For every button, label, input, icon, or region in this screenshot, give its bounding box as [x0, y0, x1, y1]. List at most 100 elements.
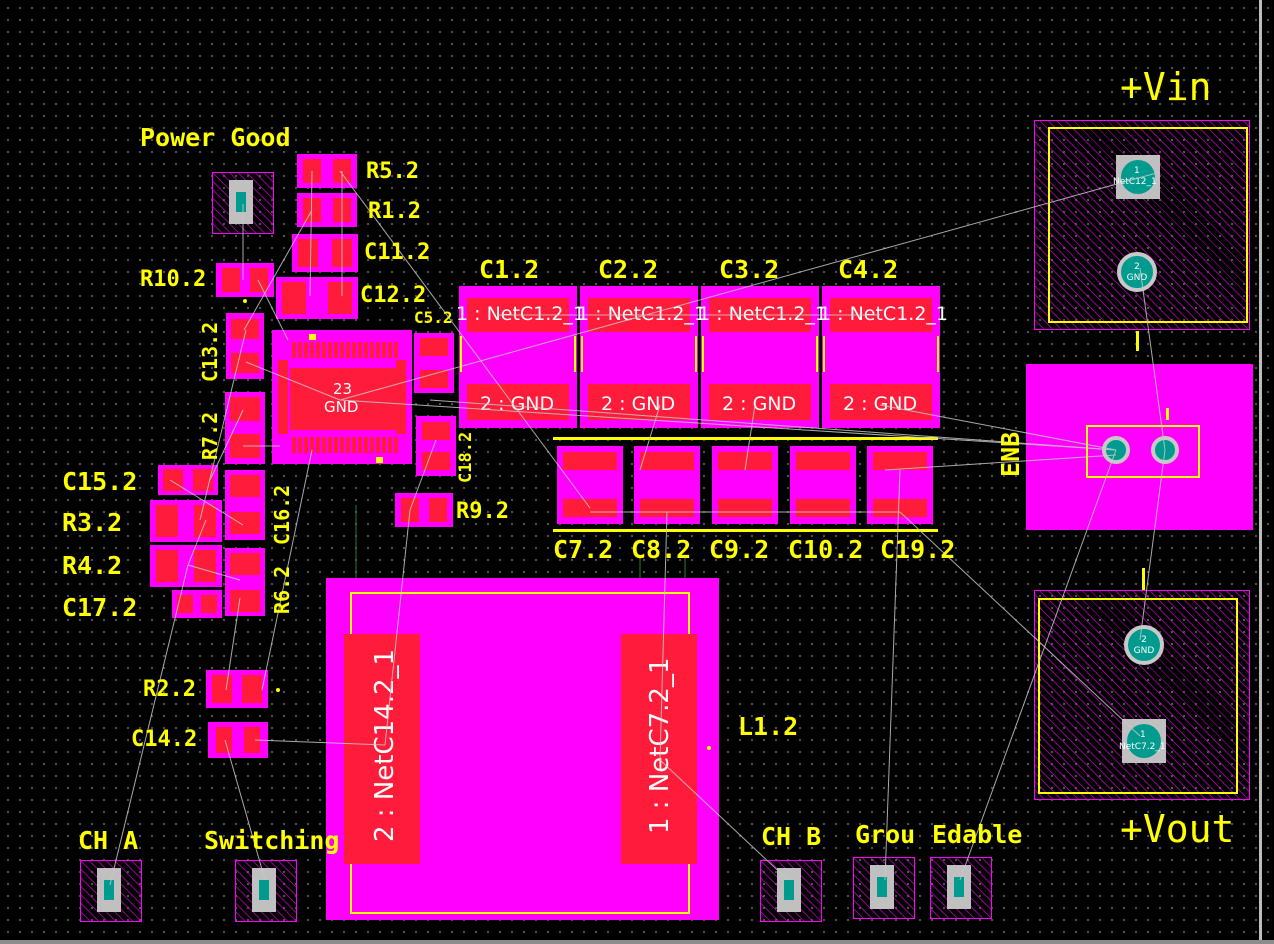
- vout-pin1-net: NetC7.2_1: [1119, 742, 1166, 752]
- airwire: [209, 409, 244, 481]
- vin-pin2-pad[interactable]: 2 GND: [1117, 252, 1157, 292]
- c8-pad1[interactable]: [640, 452, 694, 470]
- c4-silk-right: [937, 336, 939, 372]
- enb-jumper-pin2[interactable]: [1151, 436, 1179, 464]
- c1-silk-left: [460, 336, 462, 372]
- c11-pad1[interactable]: [298, 239, 318, 267]
- airwire: [261, 449, 313, 691]
- c3-pad1-net: 1 : NetC1.2_1: [698, 303, 827, 325]
- ground-pin-drill: [877, 877, 887, 897]
- airwire: [187, 564, 241, 581]
- label-enb: ENB: [996, 431, 1025, 477]
- vin-pin2-net: GND: [1126, 273, 1148, 283]
- l1-pad1[interactable]: [621, 634, 697, 864]
- airwire: [199, 329, 247, 521]
- r4-pad2[interactable]: [194, 550, 216, 582]
- airwire: [384, 509, 411, 746]
- c4-silk-left: [823, 336, 825, 372]
- r3-pad2[interactable]: [194, 505, 216, 537]
- c18-pad2[interactable]: [422, 452, 450, 470]
- c4-pad2[interactable]: [830, 384, 932, 420]
- vout-pin1-number: 1: [1140, 730, 1146, 740]
- label-c3: C3.2: [719, 255, 780, 284]
- c3-silk-left: [702, 336, 704, 372]
- airwire: [744, 404, 756, 471]
- vout-pin2-number: 2: [1141, 635, 1147, 645]
- airwire: [339, 399, 1117, 451]
- c16-pad1[interactable]: [230, 475, 260, 497]
- c5-pad1[interactable]: [420, 338, 448, 356]
- ic-bottom-pin-row[interactable]: [292, 437, 400, 453]
- c2-pad1-net: 1 : NetC1.2_1: [577, 303, 706, 325]
- c1-pad1-net: 1 : NetC1.2_1: [456, 303, 585, 325]
- label-r10: R10.2: [140, 267, 207, 292]
- c2-silk-right: [695, 336, 697, 372]
- r7-pad1[interactable]: [230, 397, 260, 421]
- ref-dot: [276, 688, 280, 692]
- c3-pad2[interactable]: [709, 384, 811, 420]
- l1-pad2[interactable]: [344, 634, 420, 864]
- label-c7: C7.2: [553, 535, 614, 564]
- c9-pad1[interactable]: [718, 452, 772, 470]
- label-c9: C9.2: [709, 535, 770, 564]
- c17-pad1[interactable]: [177, 595, 193, 613]
- r10-pad2[interactable]: [250, 268, 268, 292]
- r10-pad1[interactable]: [222, 268, 240, 292]
- c13-pad2[interactable]: [231, 353, 259, 373]
- c19-pad1[interactable]: [873, 452, 927, 470]
- ic-right-pin-col[interactable]: [396, 360, 406, 434]
- label-c4: C4.2: [838, 255, 899, 284]
- label-switching: Switching: [204, 826, 340, 855]
- c5-pad2[interactable]: [420, 370, 448, 388]
- c10-pad1[interactable]: [796, 452, 850, 470]
- vin-pin2-number: 2: [1134, 262, 1140, 272]
- label-r2: R2.2: [143, 677, 196, 702]
- label-r3: R3.2: [62, 508, 123, 537]
- c12-pad2[interactable]: [328, 282, 352, 314]
- label-c8: C8.2: [631, 535, 692, 564]
- label-l1: L1.2: [738, 712, 799, 741]
- c12-pad1[interactable]: [282, 282, 306, 314]
- ch-a-pin-drill: [104, 880, 114, 900]
- vout-pin2-pad[interactable]: 2 GND: [1124, 625, 1164, 665]
- airwire: [884, 469, 901, 881]
- label-c12: C12.2: [360, 283, 427, 308]
- airwire: [1139, 449, 1166, 641]
- c14-pad1[interactable]: [216, 727, 232, 753]
- airwire: [899, 511, 1141, 737]
- r6-pad2[interactable]: [230, 590, 260, 612]
- airwire: [243, 209, 313, 331]
- r9-pad2[interactable]: [429, 498, 447, 522]
- vin-pin1-net: NetC12_1: [1113, 177, 1157, 187]
- c14-pad2[interactable]: [244, 727, 260, 753]
- ic-top-pin-row[interactable]: [292, 342, 400, 358]
- power-good-pin-drill: [236, 192, 246, 212]
- airwire: [1139, 267, 1166, 451]
- c3-pad2-net: 2 : GND: [722, 393, 797, 415]
- switching-pin-drill: [259, 880, 269, 900]
- c16-pad2[interactable]: [230, 512, 260, 534]
- ic-left-pin-col[interactable]: [278, 360, 288, 434]
- airwire: [659, 759, 789, 881]
- vin-pin1-drill: [1121, 160, 1155, 194]
- c7-pad1[interactable]: [563, 452, 617, 470]
- r6-pad1[interactable]: [230, 553, 260, 575]
- airwire: [309, 170, 313, 297]
- r3-pad1[interactable]: [156, 505, 178, 537]
- label-c11: C11.2: [364, 240, 431, 265]
- c18-pad1[interactable]: [422, 422, 450, 440]
- c17-pad2[interactable]: [201, 595, 217, 613]
- r4-pad1[interactable]: [156, 550, 178, 582]
- vin-pin1-number: 1: [1134, 166, 1140, 176]
- c2-pad2[interactable]: [588, 384, 690, 420]
- r2-pad2[interactable]: [242, 675, 262, 703]
- label-c5: C5.2: [414, 308, 453, 327]
- label-c2: C2.2: [598, 255, 659, 284]
- label-r5: R5.2: [366, 159, 419, 184]
- airwire: [109, 564, 189, 886]
- label-ch-b: CH B: [761, 822, 822, 851]
- airwire: [879, 404, 1117, 451]
- airwire: [257, 279, 289, 341]
- label-vout: +Vout: [1120, 807, 1235, 851]
- label-ch-a: CH A: [78, 826, 139, 855]
